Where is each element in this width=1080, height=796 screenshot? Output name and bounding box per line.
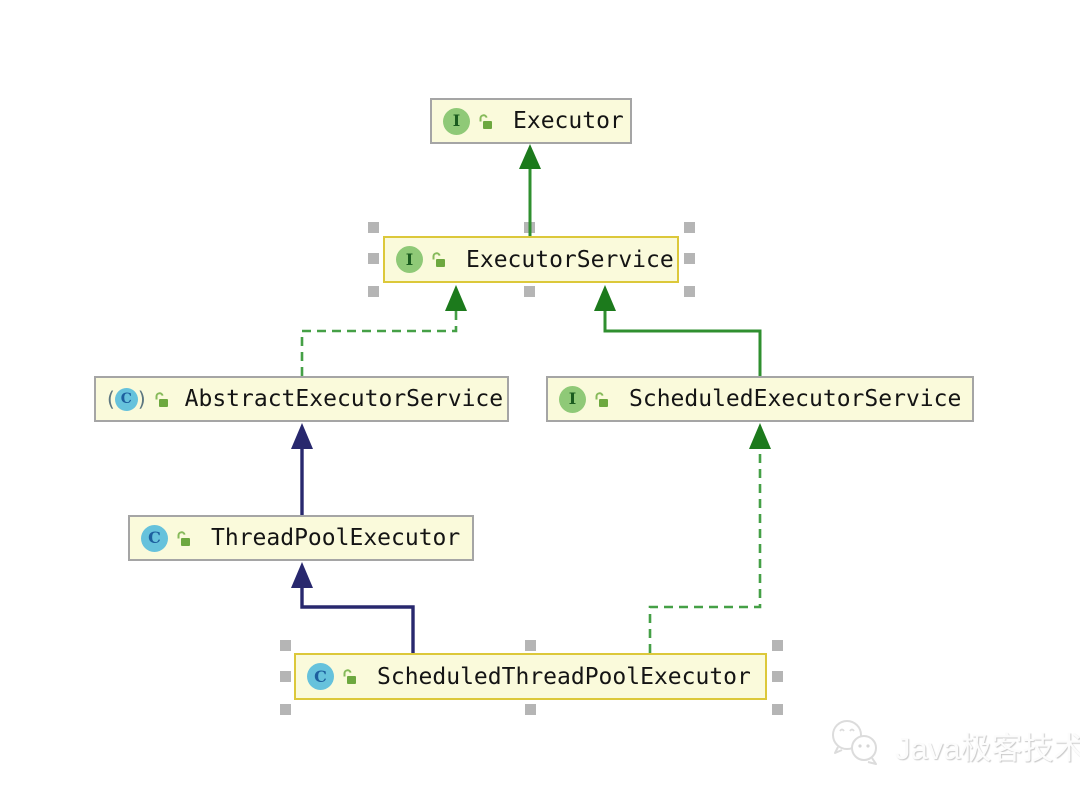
edge-threadpoolexecutor-extends-abstractexecutorservice[interactable] bbox=[291, 423, 313, 515]
selection-handle[interactable] bbox=[524, 286, 535, 297]
node-executor[interactable]: I Executor bbox=[430, 98, 632, 144]
selection-handle[interactable] bbox=[525, 704, 536, 715]
open-lock-icon bbox=[155, 391, 168, 407]
edge-scheduledthreadpoolexecutor-implements-scheduledexecutorservice[interactable] bbox=[648, 423, 771, 653]
open-lock-icon bbox=[479, 113, 492, 129]
selection-handle[interactable] bbox=[772, 704, 783, 715]
selection-handle[interactable] bbox=[368, 286, 379, 297]
edge-abstractexecutorservice-implements-executorservice[interactable] bbox=[300, 285, 467, 376]
selection-handle[interactable] bbox=[368, 253, 379, 264]
watermark: Java极客技术 bbox=[826, 716, 1080, 774]
edge-scheduledexecutorservice-extends-executorservice[interactable] bbox=[594, 285, 762, 376]
interface-icon: I bbox=[396, 246, 423, 273]
node-label: ExecutorService bbox=[466, 246, 674, 273]
node-thread-pool-executor[interactable]: C ThreadPoolExecutor bbox=[128, 515, 474, 561]
node-label: ScheduledThreadPoolExecutor bbox=[377, 663, 751, 690]
selection-handle[interactable] bbox=[684, 286, 695, 297]
edge-scheduledthreadpoolexecutor-extends-threadpoolexecutor[interactable] bbox=[291, 562, 415, 653]
selection-handle[interactable] bbox=[280, 640, 291, 651]
node-label: ScheduledExecutorService bbox=[629, 386, 962, 412]
node-label: AbstractExecutorService bbox=[184, 386, 504, 412]
selection-handle[interactable] bbox=[772, 640, 783, 651]
node-label: Executor bbox=[513, 108, 624, 134]
open-lock-icon bbox=[595, 391, 608, 407]
node-executor-service[interactable]: I ExecutorService bbox=[383, 236, 679, 283]
node-scheduled-thread-pool-executor[interactable]: C ScheduledThreadPoolExecutor bbox=[294, 653, 767, 700]
selection-handle[interactable] bbox=[684, 253, 695, 264]
selection-handle[interactable] bbox=[684, 222, 695, 233]
class-icon: C bbox=[307, 663, 334, 690]
node-abstract-executor-service[interactable]: ( C ) AbstractExecutorService bbox=[94, 376, 509, 422]
selection-handle[interactable] bbox=[525, 640, 536, 651]
selection-handle[interactable] bbox=[280, 671, 291, 682]
interface-icon: I bbox=[443, 107, 470, 135]
node-scheduled-executor-service[interactable]: I ScheduledExecutorService bbox=[546, 376, 974, 422]
open-lock-icon bbox=[177, 530, 190, 546]
open-lock-icon bbox=[432, 252, 445, 267]
selection-handle[interactable] bbox=[368, 222, 379, 233]
selection-handle[interactable] bbox=[280, 704, 291, 715]
watermark-text: Java极客技术 bbox=[895, 730, 1080, 766]
wechat-icon bbox=[832, 720, 877, 765]
open-lock-icon bbox=[343, 669, 356, 684]
class-icon: C bbox=[141, 524, 168, 552]
edge-executorservice-extends-executor[interactable] bbox=[519, 144, 541, 236]
node-label: ThreadPoolExecutor bbox=[211, 525, 461, 551]
selection-handle[interactable] bbox=[772, 671, 783, 682]
interface-icon: I bbox=[559, 385, 586, 413]
abstract-class-icon: ( C ) bbox=[107, 387, 146, 411]
